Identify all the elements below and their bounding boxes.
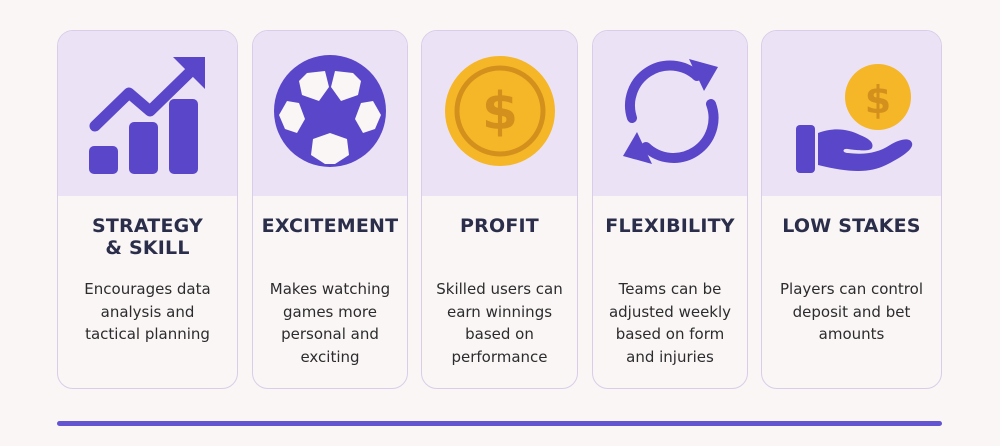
card-description-line: games more [283, 302, 377, 321]
card-title: STRATEGY & SKILL [62, 215, 233, 259]
card-low-stakes: $ LOW STAKES Players can control deposit… [761, 30, 942, 389]
card-description-line: based on [465, 325, 534, 343]
card-excitement: EXCITEMENT Makes watching games more per… [252, 30, 408, 389]
svg-text:$: $ [481, 82, 517, 142]
card-description-line: amounts [818, 325, 885, 343]
card-description-line: Makes watching [269, 280, 391, 298]
card-description-line: adjusted weekly [608, 302, 732, 321]
card-title-line: LOW STAKES [782, 215, 921, 237]
card-title: LOW STAKES [766, 215, 937, 237]
soccer-ball-icon [253, 31, 407, 196]
card-description-line: Teams can be [618, 280, 722, 298]
card-description-line: Encourages data [84, 280, 211, 298]
card-title-line: EXCITEMENT [261, 215, 399, 237]
card-description-line: earn winnings [446, 302, 553, 321]
card-title: PROFIT [426, 215, 573, 237]
refresh-arrows-icon [593, 31, 747, 196]
svg-text:$: $ [864, 78, 890, 122]
card-description: Players can control deposit and bet amou… [768, 278, 935, 346]
card-description: Makes watching games more personal and e… [259, 278, 401, 368]
card-description-line: personal and [281, 325, 379, 343]
card-icon-panel [593, 31, 747, 196]
card-strategy-skill: STRATEGY & SKILL Encourages data analysi… [57, 30, 238, 389]
card-description-line: Players can control [780, 280, 923, 298]
growth-chart-icon [58, 31, 237, 196]
card-description-line: analysis and [100, 302, 195, 321]
card-title: EXCITEMENT [257, 215, 403, 237]
card-title-line: & SKILL [105, 237, 190, 259]
card-description: Teams can be adjusted weekly based on fo… [599, 278, 741, 368]
card-description: Skilled users can earn winnings based on… [428, 278, 571, 368]
bottom-divider [57, 421, 942, 426]
card-description-line: deposit and bet [792, 302, 911, 321]
card-description-line: performance [451, 347, 548, 366]
card-description-line: tactical planning [85, 325, 210, 343]
card-flexibility: FLEXIBILITY Teams can be adjusted weekly… [592, 30, 748, 389]
card-description: Encourages data analysis and tactical pl… [64, 278, 231, 346]
card-title-line: PROFIT [460, 215, 539, 237]
hand-coin-icon: $ [762, 31, 941, 196]
card-title-line: FLEXIBILITY [605, 215, 735, 237]
card-description-line: Skilled users can [436, 280, 563, 298]
dollar-coin-icon: $ [422, 31, 577, 196]
card-profit: $ PROFIT Skilled users can earn winnings… [421, 30, 578, 389]
card-title-line: STRATEGY [92, 215, 203, 237]
card-description-line: based on form [615, 325, 725, 343]
card-title: FLEXIBILITY [597, 215, 743, 237]
card-description-line: exciting [300, 347, 360, 366]
card-description-line: and injuries [626, 347, 714, 366]
